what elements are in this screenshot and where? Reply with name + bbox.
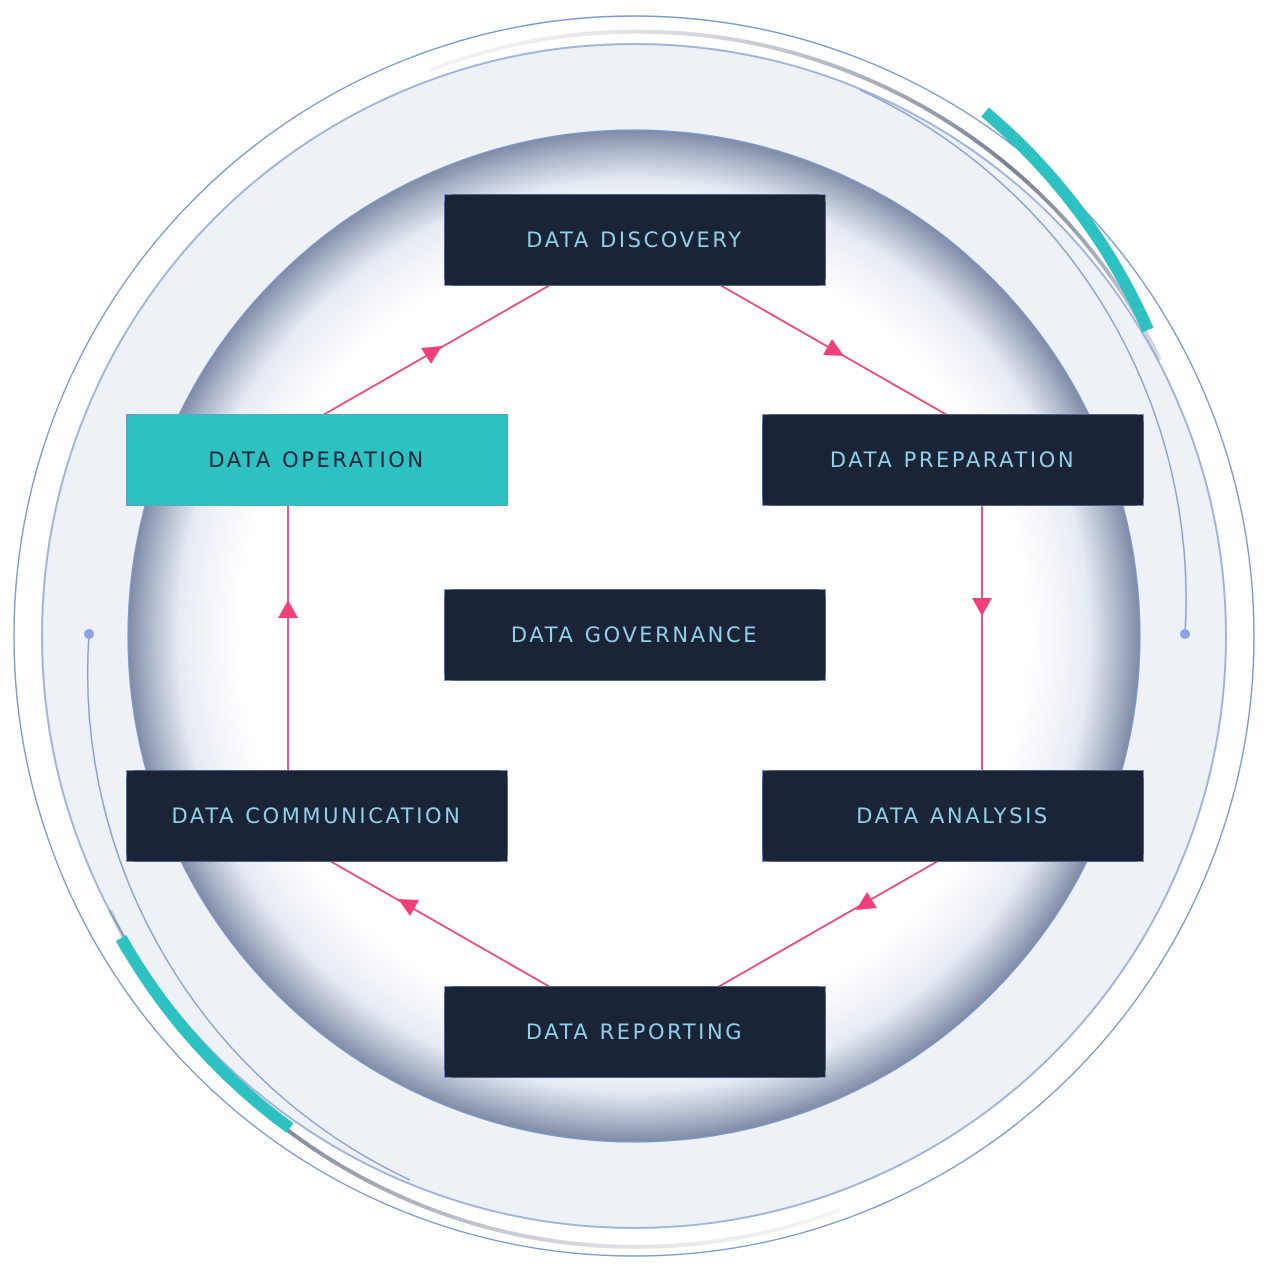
- teal-arc-top-right: [981, 107, 1154, 333]
- node-data-communication[interactable]: DATA COMMUNICATION: [126, 770, 508, 862]
- corner-mark: [501, 414, 508, 421]
- corner-mark: [444, 986, 451, 993]
- corner-mark: [444, 279, 451, 286]
- corner-mark: [819, 1071, 826, 1078]
- cycle-arrows: [287, 284, 983, 988]
- corner-mark: [126, 855, 133, 862]
- corner-mark: [444, 194, 451, 201]
- node-data-operation[interactable]: DATA OPERATION: [126, 414, 508, 506]
- corner-mark: [762, 499, 769, 506]
- corner-mark: [444, 1071, 451, 1078]
- node-data-analysis[interactable]: DATA ANALYSIS: [762, 770, 1144, 862]
- corner-mark: [126, 499, 133, 506]
- corner-mark: [501, 855, 508, 862]
- corner-mark: [762, 770, 769, 777]
- arrowhead-3: [856, 892, 877, 910]
- node-label: DATA PREPARATION: [829, 448, 1077, 472]
- arc-dot-left: [84, 629, 94, 639]
- corner-mark: [762, 855, 769, 862]
- corner-mark: [819, 986, 826, 993]
- node-data-discovery[interactable]: DATA DISCOVERY: [444, 194, 826, 286]
- ring-band-edge: [41, 43, 1227, 1229]
- node-data-reporting[interactable]: DATA REPORTING: [444, 986, 826, 1078]
- arrowhead-4: [398, 899, 419, 916]
- arc-dot-right: [1180, 629, 1190, 639]
- corner-mark: [1137, 770, 1144, 777]
- corner-mark: [762, 414, 769, 421]
- corner-mark: [501, 770, 508, 777]
- corner-mark: [1137, 414, 1144, 421]
- corner-mark: [126, 414, 133, 421]
- teal-arc-bottom-left: [115, 935, 294, 1133]
- arrowhead-6: [421, 346, 442, 364]
- node-data-preparation[interactable]: DATA PREPARATION: [762, 414, 1144, 506]
- thin-arc-right: [859, 89, 1187, 635]
- arrowhead-5: [278, 600, 298, 618]
- node-label: DATA GOVERNANCE: [510, 623, 760, 647]
- node-data-governance[interactable]: DATA GOVERNANCE: [444, 589, 826, 681]
- corner-mark: [1137, 499, 1144, 506]
- corner-mark: [444, 589, 451, 596]
- corner-mark: [444, 674, 451, 681]
- node-label: DATA ANALYSIS: [856, 804, 1050, 828]
- outer-ring: [13, 15, 1255, 1257]
- corner-mark: [1137, 855, 1144, 862]
- corner-mark: [819, 194, 826, 201]
- node-label: DATA COMMUNICATION: [171, 804, 463, 828]
- arrow-reporting-to-communication: [329, 860, 551, 988]
- thin-arc-left: [86, 633, 411, 1181]
- corner-mark: [819, 279, 826, 286]
- corner-mark: [819, 674, 826, 681]
- arrowhead-2: [972, 598, 992, 616]
- arrow-analysis-to-reporting: [717, 860, 939, 988]
- corner-mark: [819, 589, 826, 596]
- corner-mark: [126, 770, 133, 777]
- node-label: DATA OPERATION: [208, 448, 426, 472]
- node-label: DATA REPORTING: [525, 1020, 745, 1044]
- arrowhead-1: [823, 339, 844, 356]
- dark-arc-top: [429, 29, 1162, 361]
- arrow-heads: [278, 339, 992, 916]
- node-label: DATA DISCOVERY: [526, 228, 744, 252]
- corner-mark: [501, 499, 508, 506]
